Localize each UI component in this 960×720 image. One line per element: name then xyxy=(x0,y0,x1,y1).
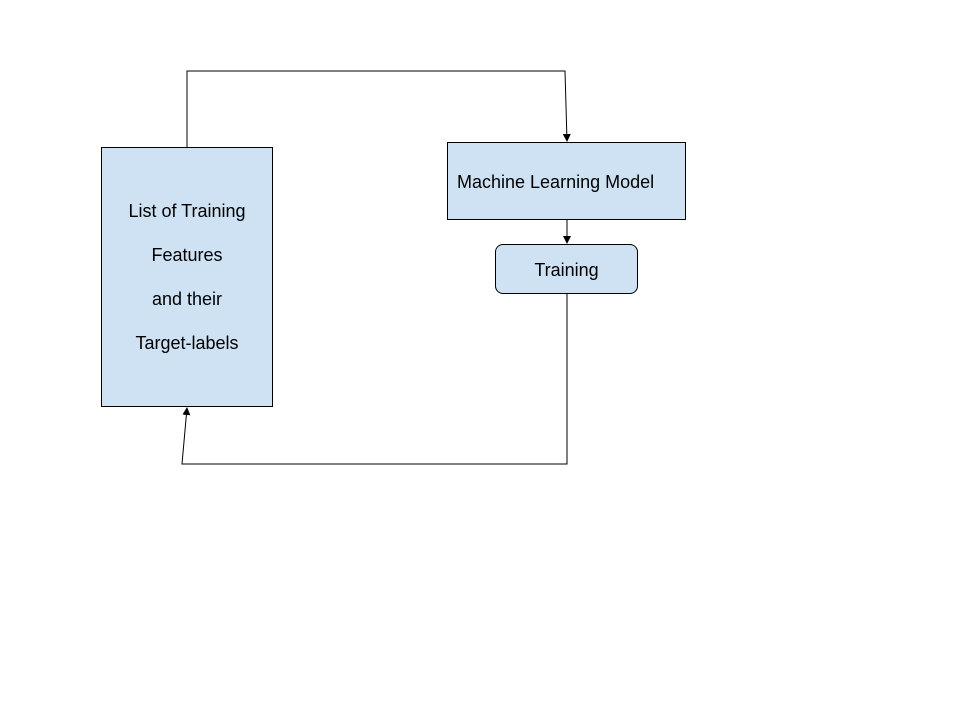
edge-training-to-data xyxy=(181,294,568,465)
training-data-line-2: Features xyxy=(151,245,223,265)
edge-data-to-model xyxy=(186,70,571,147)
ml-model-label: Machine Learning Model xyxy=(457,172,655,192)
ml-model-box: Machine Learning Model xyxy=(447,142,686,220)
training-label: Training xyxy=(534,260,599,280)
training-data-line-3: and their xyxy=(151,289,223,309)
training-data-line-4: Target-labels xyxy=(135,333,239,353)
training-data-line-1: List of Training xyxy=(128,201,246,221)
training-data-box: List of Training Features and their Targ… xyxy=(101,147,273,407)
training-box: Training xyxy=(495,244,638,294)
